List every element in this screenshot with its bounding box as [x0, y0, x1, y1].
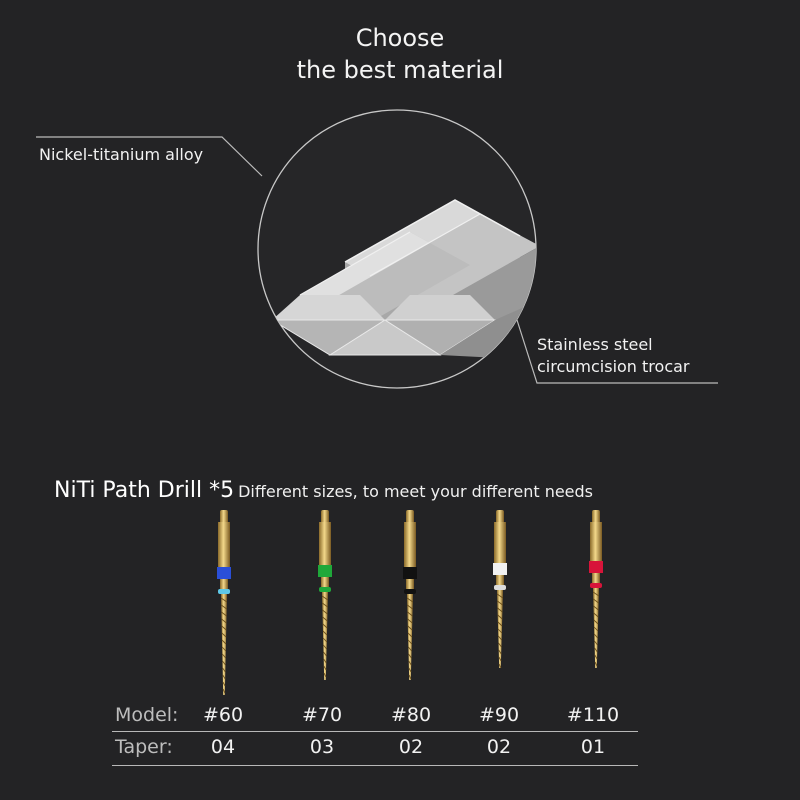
drill-latch [220, 510, 228, 524]
drill-flutes [592, 591, 600, 667]
taper-cell: 04 [210, 736, 236, 758]
drill-color-band [318, 565, 332, 577]
drill-color-band [493, 563, 507, 575]
drill-flutes [220, 597, 228, 694]
drill-color-band [403, 567, 417, 579]
drill-neck [321, 577, 329, 587]
drill-size-70 [318, 510, 332, 680]
drill-stopper [319, 587, 331, 592]
model-cell: #80 [390, 704, 432, 726]
drill-stopper [404, 589, 416, 594]
table-divider [112, 731, 638, 732]
drill-stopper [218, 589, 230, 594]
drill-latch [406, 510, 414, 524]
drill-latch [321, 510, 329, 524]
product-name: NiTi Path Drill *5 [54, 478, 235, 503]
drill-neck [592, 573, 600, 583]
title-line-2: the best material [296, 56, 504, 84]
drill-working-part [593, 588, 599, 668]
drill-shank [319, 522, 331, 565]
drill-size-110 [589, 510, 603, 668]
drill-flutes [496, 593, 504, 669]
callout-right-line-1: Stainless steel [537, 335, 653, 354]
page-title: Choose the best material [0, 22, 800, 86]
model-cell: #60 [202, 704, 244, 726]
material-illustration [36, 109, 718, 389]
drill-size-80 [403, 510, 417, 680]
drill-size-90 [493, 510, 507, 669]
drill-shank [404, 522, 416, 567]
drill-neck [496, 575, 504, 585]
drill-flutes [321, 595, 329, 678]
leader-line-right [516, 319, 718, 384]
model-cell: #70 [301, 704, 343, 726]
drill-neck [406, 579, 414, 589]
model-label: Model: [115, 704, 179, 726]
title-line-1: Choose [355, 24, 445, 52]
drill-size-60 [217, 510, 231, 695]
drill-working-part [322, 592, 328, 680]
drill-shank [590, 522, 602, 561]
model-cell: #90 [478, 704, 520, 726]
drill-working-part [497, 590, 503, 668]
drill-flutes [406, 597, 414, 680]
drill-latch [592, 510, 600, 524]
drill-color-band [217, 567, 231, 579]
drill-color-band [589, 561, 603, 573]
drill-stopper [590, 583, 602, 588]
drill-latch [496, 510, 504, 524]
hexagonal-bars [270, 199, 536, 360]
taper-label: Taper: [115, 736, 173, 758]
drill-shank [494, 522, 506, 563]
table-bottom-rule [112, 765, 638, 766]
taper-cell: 01 [580, 736, 606, 758]
taper-cell: 03 [309, 736, 335, 758]
model-cell: #110 [566, 704, 620, 726]
callout-stainless-steel: Stainless steel circumcision trocar [537, 334, 690, 378]
callout-nickel-titanium: Nickel-titanium alloy [39, 145, 204, 164]
drill-stopper [494, 585, 506, 590]
leader-line-left [36, 136, 263, 177]
taper-cell: 02 [486, 736, 512, 758]
product-subtitle: Different sizes, to meet your different … [238, 482, 594, 501]
drill-neck [220, 579, 228, 589]
drill-shank [218, 522, 230, 567]
taper-cell: 02 [398, 736, 424, 758]
callout-right-line-2: circumcision trocar [537, 357, 690, 376]
drill-working-part [221, 594, 227, 695]
